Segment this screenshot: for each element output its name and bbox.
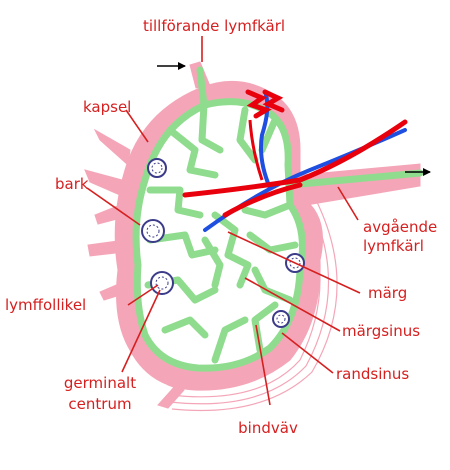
follicle [272,310,290,328]
follicle [147,158,167,178]
follicle [150,271,174,295]
artery-thin [248,119,264,181]
label-efferent-vessel-line2: lymfkärl [363,237,424,255]
label-medulla: märg [368,284,407,302]
label-afferent-vessel: tillförande lymfkärl [143,17,285,35]
label-medullary-sinus: märgsinus [342,322,420,340]
label-cortex: bark [55,175,89,193]
germinal-centers [146,162,301,324]
label-germinal-center-line1: germinalt [64,374,136,392]
sinus-network [132,66,424,372]
label-connective-tissue: bindväv [238,419,298,437]
label-germinal-center-line2: centrum [68,395,131,413]
node-interior [136,101,303,369]
follicles [141,158,305,328]
leader-lines [86,36,361,406]
label-capsule: kapsel [83,98,131,116]
label-efferent-vessel-line1: avgående [363,218,437,236]
label-marginal-sinus: randsinus [336,365,409,383]
follicle [141,219,165,243]
label-follicle: lymffollikel [5,296,86,314]
artery [182,89,408,218]
